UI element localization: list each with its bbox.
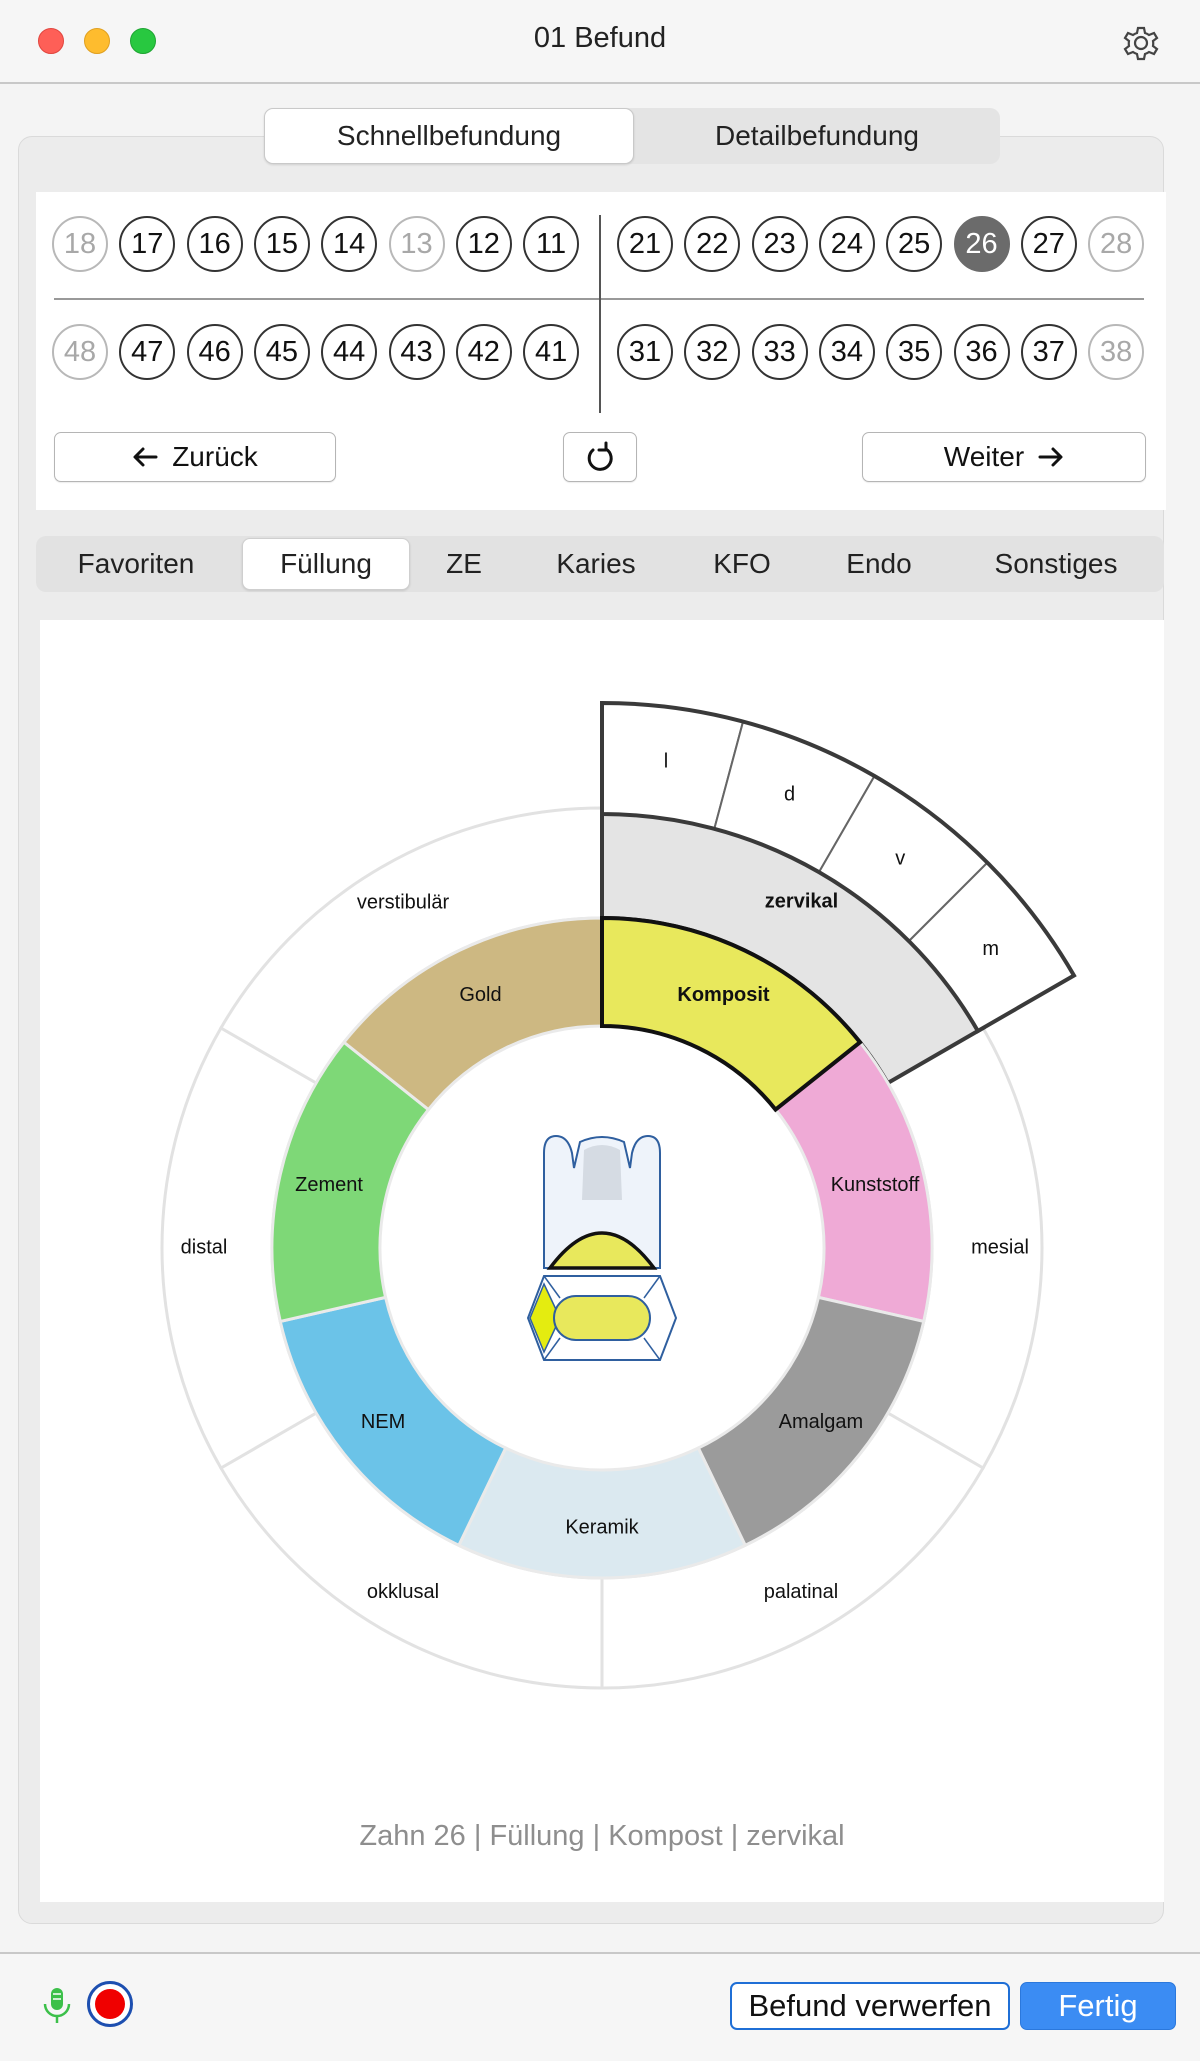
surface-label: zervikal <box>765 891 838 913</box>
tooth-12[interactable]: 12 <box>455 216 512 272</box>
tooth-41[interactable]: 41 <box>523 324 580 380</box>
surface-label: distal <box>181 1236 228 1258</box>
minimize-window-button[interactable] <box>84 28 110 54</box>
record-dot-icon <box>95 1989 125 2019</box>
tooth-31[interactable]: 31 <box>617 324 673 380</box>
tooth-43[interactable]: 43 <box>388 324 445 380</box>
tooth-37[interactable]: 37 <box>1020 324 1077 380</box>
material-keramik[interactable] <box>456 1446 748 1580</box>
selection-summary: Zahn 26 | Füllung | Kompost | zervikal <box>359 1820 845 1852</box>
sub-surface-label: l <box>664 750 668 772</box>
tooth-35[interactable]: 35 <box>886 324 943 380</box>
category-karies[interactable]: Karies <box>556 548 636 579</box>
material-label: NEM <box>361 1411 405 1433</box>
title-bar: 01 Befund <box>0 0 1200 84</box>
arrow-left-icon <box>133 447 158 467</box>
done-button[interactable]: Fertig <box>1020 1982 1176 2030</box>
zoom-window-button[interactable] <box>130 28 156 54</box>
tooth-diagram-icon <box>526 1134 678 1361</box>
category-kfo[interactable]: KFO <box>713 548 771 579</box>
tooth-28[interactable]: 28 <box>1088 216 1145 272</box>
surface-label: verstibulär <box>357 892 450 914</box>
sub-surface-label: d <box>784 784 795 806</box>
back-button-label: Zurück <box>172 441 258 472</box>
refresh-icon <box>587 441 613 471</box>
tab-schnellbefundung[interactable]: Schnellbefundung <box>264 108 634 164</box>
category-ze[interactable]: ZE <box>446 548 482 579</box>
material-label: Kunststoff <box>831 1174 920 1196</box>
tooth-46[interactable]: 46 <box>186 324 243 380</box>
surface-label: mesial <box>971 1236 1029 1258</box>
category-endo[interactable]: Endo <box>846 548 912 579</box>
tooth-21[interactable]: 21 <box>617 216 673 272</box>
tooth-18[interactable]: 18 <box>52 216 108 272</box>
category-sonstiges[interactable]: Sonstiges <box>994 548 1118 579</box>
mode-segmented-control: Schnellbefundung Detailbefundung <box>264 108 1000 164</box>
microphone-icon[interactable] <box>40 1986 74 2026</box>
tooth-34[interactable]: 34 <box>818 324 875 380</box>
material-komposit[interactable] <box>600 915 863 1113</box>
tooth-14[interactable]: 14 <box>321 216 378 272</box>
gear-icon[interactable] <box>1118 20 1164 66</box>
material-label: Zement <box>295 1174 363 1196</box>
tooth-27[interactable]: 27 <box>1020 216 1077 272</box>
tooth-38[interactable]: 38 <box>1088 324 1145 380</box>
tooth-16[interactable]: 16 <box>186 216 243 272</box>
tooth-44[interactable]: 44 <box>321 324 378 380</box>
sub-surface-tab-outline <box>600 700 1077 1034</box>
tooth-15[interactable]: 15 <box>253 216 310 272</box>
category-fuellung[interactable]: Füllung <box>242 538 410 590</box>
category-segmented-control: Favoriten Füllung ZE Karies KFO Endo Son… <box>36 536 1164 592</box>
tooth-22[interactable]: 22 <box>684 216 741 272</box>
next-button-label: Weiter <box>943 441 1025 472</box>
tooth-48[interactable]: 48 <box>52 324 108 380</box>
close-window-button[interactable] <box>38 28 64 54</box>
tooth-33[interactable]: 33 <box>751 324 808 380</box>
next-button[interactable]: Weiter <box>862 432 1146 482</box>
tab-detailbefundung[interactable]: Detailbefundung <box>715 120 919 151</box>
material-label: Komposit <box>677 984 770 1006</box>
arrow-right-icon <box>1038 447 1063 467</box>
tooth-25[interactable]: 25 <box>886 216 943 272</box>
reset-button[interactable] <box>563 432 637 482</box>
tooth-42[interactable]: 42 <box>455 324 512 380</box>
material-label: Gold <box>459 984 501 1006</box>
filling-wheel-card: zervikal mesial palatinal okklusal distal ver… <box>40 620 1164 1902</box>
sub-surface-label: m <box>982 938 999 960</box>
tooth-13[interactable]: 13 <box>388 216 445 272</box>
tooth-32[interactable]: 32 <box>684 324 741 380</box>
tooth-45[interactable]: 45 <box>253 324 310 380</box>
window-title: 01 Befund <box>533 22 667 54</box>
surface-label: palatinal <box>764 1581 839 1603</box>
tooth-23[interactable]: 23 <box>751 216 808 272</box>
tooth-17[interactable]: 17 <box>119 216 176 272</box>
record-button[interactable] <box>87 1981 133 2027</box>
jaw-divider-vertical <box>599 215 601 413</box>
tooth-11[interactable]: 11 <box>523 216 580 272</box>
tooth-24[interactable]: 24 <box>818 216 875 272</box>
surface-label: okklusal <box>367 1581 439 1603</box>
category-favoriten[interactable]: Favoriten <box>77 548 195 579</box>
tooth-36[interactable]: 36 <box>953 324 1010 380</box>
material-label: Amalgam <box>779 1411 863 1433</box>
sub-surface-label: v <box>895 848 905 870</box>
filling-wheel: zervikal mesial palatinal okklusal distal ver… <box>160 700 1077 1690</box>
discard-finding-button[interactable]: Befund verwerfen <box>730 1982 1010 2030</box>
tooth-26[interactable]: 26 <box>953 216 1010 272</box>
material-label: Keramik <box>565 1516 639 1538</box>
tooth-47[interactable]: 47 <box>119 324 176 380</box>
back-button[interactable]: Zurück <box>54 432 336 482</box>
